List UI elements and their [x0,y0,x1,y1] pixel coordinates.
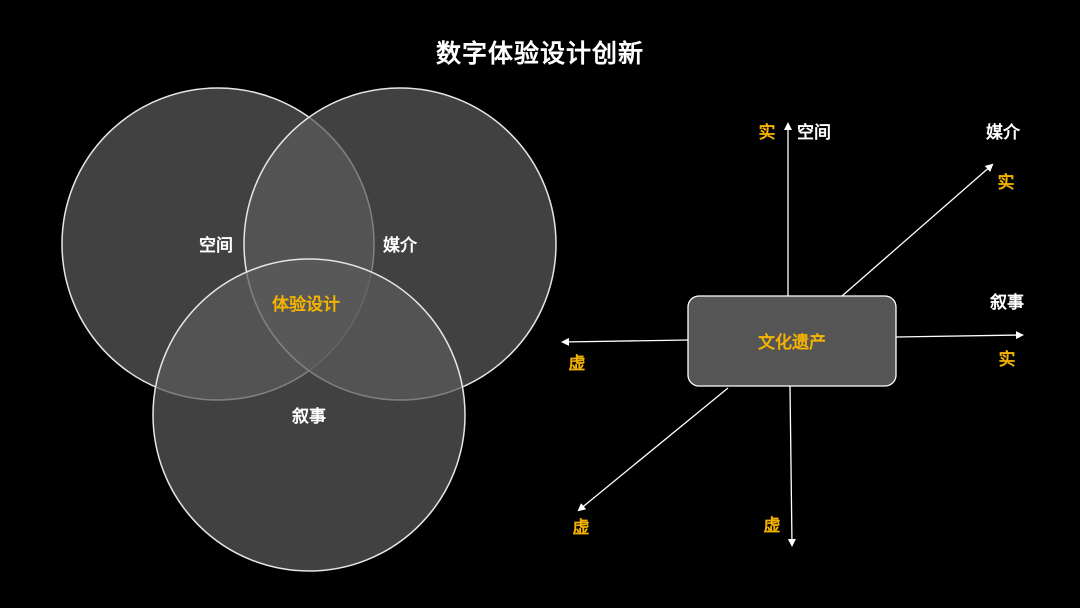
space-axis-label: 空间 [797,122,831,143]
center-box [687,295,897,387]
page-title: 数字体验设计创新 [435,39,644,68]
venn-intersection-label: 体验设计 [272,294,340,315]
axis-media-up [841,163,994,297]
media-positive-label: 实 [998,172,1015,193]
media-axis-label: 媒介 [986,122,1021,143]
space-positive-label: 实 [759,122,776,143]
narrative-axis-label: 叙事 [990,292,1024,313]
venn-label-space: 空间 [199,235,233,256]
left-negative-label: 虚 [569,354,586,374]
axis-space-down [787,385,796,547]
axis-media-down [577,387,729,512]
axis-narrative-right [895,331,1024,340]
center-box-label: 文化遗产 [758,332,826,353]
narrative-positive-label: 实 [999,349,1016,370]
bottom-left-negative-label: 虚 [573,518,590,538]
venn-diagram: 空间 媒介 叙事 体验设计 [61,87,557,572]
axis-diagram: 文化遗产 实 空间 媒介 实 叙事 实 虚 虚 虚 [561,122,1024,547]
bottom-negative-label: 虚 [764,516,781,536]
venn-label-media: 媒介 [383,235,418,256]
axis-narrative-left [561,337,689,346]
venn-circle-narrative [152,258,466,572]
venn-label-narrative: 叙事 [292,406,326,427]
